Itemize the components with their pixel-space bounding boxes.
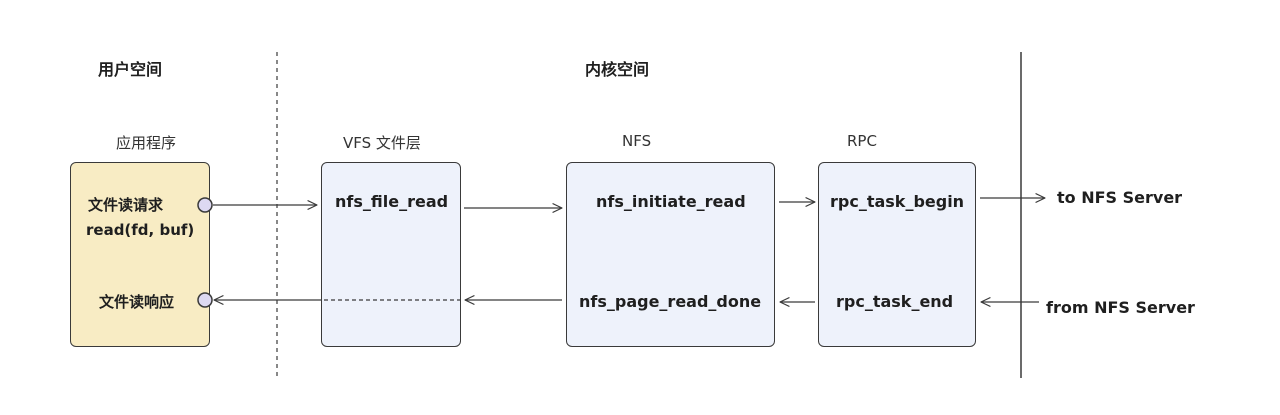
- nfs-column-label: NFS: [622, 132, 652, 150]
- read-response-label: 文件读响应: [99, 293, 175, 311]
- nfs-file-read-label: nfs_file_read: [335, 192, 449, 211]
- vfs-column-label: VFS 文件层: [343, 134, 421, 152]
- user-space-title: 用户空间: [98, 60, 163, 79]
- nfs-initiate-read-label: nfs_initiate_read: [596, 192, 746, 211]
- read-request-label: 文件读请求: [88, 196, 164, 214]
- vfs-box: [321, 162, 461, 347]
- kernel-space-title: 内核空间: [585, 60, 650, 79]
- read-call-label: read(fd, buf): [86, 221, 195, 239]
- rpc-task-end-label: rpc_task_end: [836, 292, 954, 311]
- nfs-box: [566, 162, 775, 347]
- app-column-label: 应用程序: [116, 134, 177, 152]
- to-nfs-server-label: to NFS Server: [1057, 188, 1183, 207]
- app-box: [70, 162, 210, 347]
- rpc-box: [818, 162, 976, 347]
- nfs-page-read-done-label: nfs_page_read_done: [579, 292, 762, 311]
- rpc-column-label: RPC: [847, 132, 877, 150]
- rpc-task-begin-label: rpc_task_begin: [830, 192, 965, 211]
- response-node: [197, 292, 213, 308]
- request-node: [197, 197, 213, 213]
- from-nfs-server-label: from NFS Server: [1046, 298, 1195, 317]
